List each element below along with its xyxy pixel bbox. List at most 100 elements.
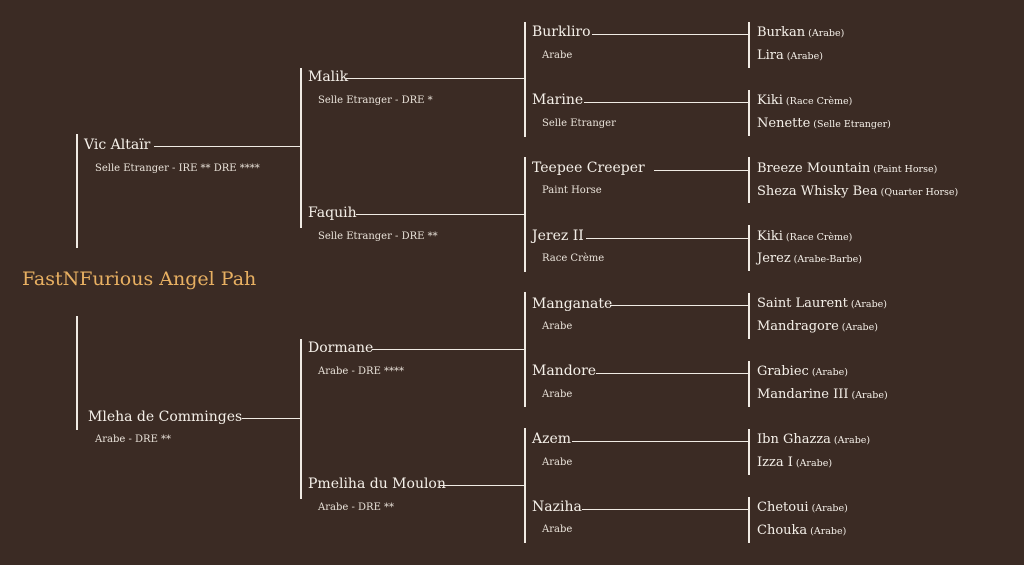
ggp-line-3 [654,170,748,171]
grandparent-info: Arabe - DRE ** [318,502,395,513]
gen4-entry: Lira(Arabe) [757,48,823,63]
great-grandparent-breed: Selle Etranger [542,118,616,129]
gp-bracket-1 [524,22,526,137]
great-grandparent-breed: Paint Horse [542,185,602,196]
ggp-line-1 [592,34,748,35]
great-grandparent-breed: Arabe [542,524,573,535]
ggp-bracket-1 [748,22,750,68]
gen4-entry: Kiki(Race Crème) [757,93,852,108]
grandparent-name: Malik [308,69,349,85]
gen4-name: Grabiec [757,364,809,379]
gen4-name: Burkan [757,25,806,40]
gen4-entry: Kiki(Race Crème) [757,229,852,244]
great-grandparent-name: Teepee Creeper [532,160,645,176]
great-grandparent-name: Jerez II [532,228,584,244]
great-grandparent-breed: Arabe [542,50,573,61]
gen4-name: Kiki [757,93,783,108]
great-grandparent-breed: Arabe [542,321,573,332]
gen4-breed: (Arabe) [841,322,878,333]
ggp-bracket-4 [748,225,750,271]
gp-line-3 [372,349,524,350]
ggp-line-7 [572,441,748,442]
gen4-breed: (Arabe) [850,299,887,310]
ggp-bracket-6 [748,361,750,407]
great-grandparent-name: Naziha [532,499,582,515]
gen4-breed: (Quarter Horse) [880,187,959,198]
ggp-line-2 [584,102,748,103]
gen4-name: Breeze Mountain [757,161,871,176]
great-grandparent-name: Burkliro [532,24,591,40]
gen4-entry: Mandragore(Arabe) [757,319,878,334]
dam-line [242,418,300,419]
grandparent-name: Dormane [308,340,374,356]
great-grandparent-name: Marine [532,92,584,108]
great-grandparent-name: Manganate [532,296,613,312]
ggp-line-4 [586,238,748,239]
gen4-name: Nenette [757,116,811,131]
grandparent-info: Selle Etranger - DRE * [318,95,433,106]
sire-line [154,146,300,147]
gen4-name: Chouka [757,523,808,538]
gp-line-4 [440,485,524,486]
gen4-name: Chetoui [757,500,809,515]
gen4-entry: Burkan(Arabe) [757,25,844,40]
dam-connector [76,316,78,430]
ggp-bracket-5 [748,293,750,339]
gen4-entry: Izza I(Arabe) [757,455,832,470]
gp-bracket-4 [524,428,526,543]
horse-name: FastNFurious Angel Pah [22,268,257,290]
gen4-breed: (Arabe) [851,390,888,401]
gen4-breed: (Paint Horse) [873,164,938,175]
gen4-breed: (Arabe) [810,526,847,537]
dam-info: Arabe - DRE ** [95,434,172,445]
gen4-breed: (Arabe) [808,28,845,39]
gen4-breed: (Selle Etranger) [813,119,891,130]
ggp-bracket-3 [748,157,750,203]
great-grandparent-name: Mandore [532,363,597,379]
gen4-breed: (Arabe) [811,503,848,514]
gen4-name: Saint Laurent [757,296,848,311]
gen4-entry: Chetoui(Arabe) [757,500,848,515]
grandparent-info: Selle Etranger - DRE ** [318,231,438,242]
gp-bracket-3 [524,292,526,407]
grandparent-info: Arabe - DRE **** [318,366,405,377]
gen4-name: Kiki [757,229,783,244]
gen4-breed: (Race Crème) [785,96,853,107]
gp-bracket-2 [524,157,526,272]
gen4-breed: (Arabe) [795,458,833,469]
gen4-entry: Saint Laurent(Arabe) [757,296,887,311]
gen4-name: Jerez [757,251,791,266]
grandparent-name: Pmeliha du Moulon [308,476,446,492]
ggp-line-5 [610,305,748,306]
gen4-breed: (Arabe) [786,51,823,62]
gen4-name: Ibn Ghazza [757,432,831,447]
dam-bracket [300,339,302,499]
gen4-entry: Breeze Mountain(Paint Horse) [757,161,937,176]
sire-info: Selle Etranger - IRE ** DRE **** [95,163,260,174]
gen4-entry: Nenette(Selle Etranger) [757,116,891,131]
gen4-breed: (Race Crème) [785,232,853,243]
gp-line-1 [346,78,524,79]
ggp-bracket-2 [748,90,750,136]
gen4-entry: Jerez(Arabe-Barbe) [757,251,862,266]
gen4-entry: Chouka(Arabe) [757,523,846,538]
sire-bracket [300,68,302,228]
gen4-name: Mandarine III [757,387,849,402]
gen4-name: Lira [757,48,784,63]
great-grandparent-breed: Arabe [542,457,573,468]
dam-name: Mleha de Comminges [88,409,243,425]
great-grandparent-name: Azem [532,431,572,447]
gen4-entry: Mandarine III(Arabe) [757,387,888,402]
ggp-bracket-8 [748,497,750,543]
great-grandparent-breed: Race Crème [542,253,605,264]
gp-line-2 [356,214,524,215]
gen4-name: Mandragore [757,319,839,334]
ggp-line-6 [596,373,748,374]
great-grandparent-breed: Arabe [542,389,573,400]
sire-name: Vic Altaïr [84,137,151,153]
gen4-breed: (Arabe) [811,367,848,378]
ggp-line-8 [582,509,748,510]
sire-connector [76,134,78,248]
gen4-entry: Grabiec(Arabe) [757,364,848,379]
